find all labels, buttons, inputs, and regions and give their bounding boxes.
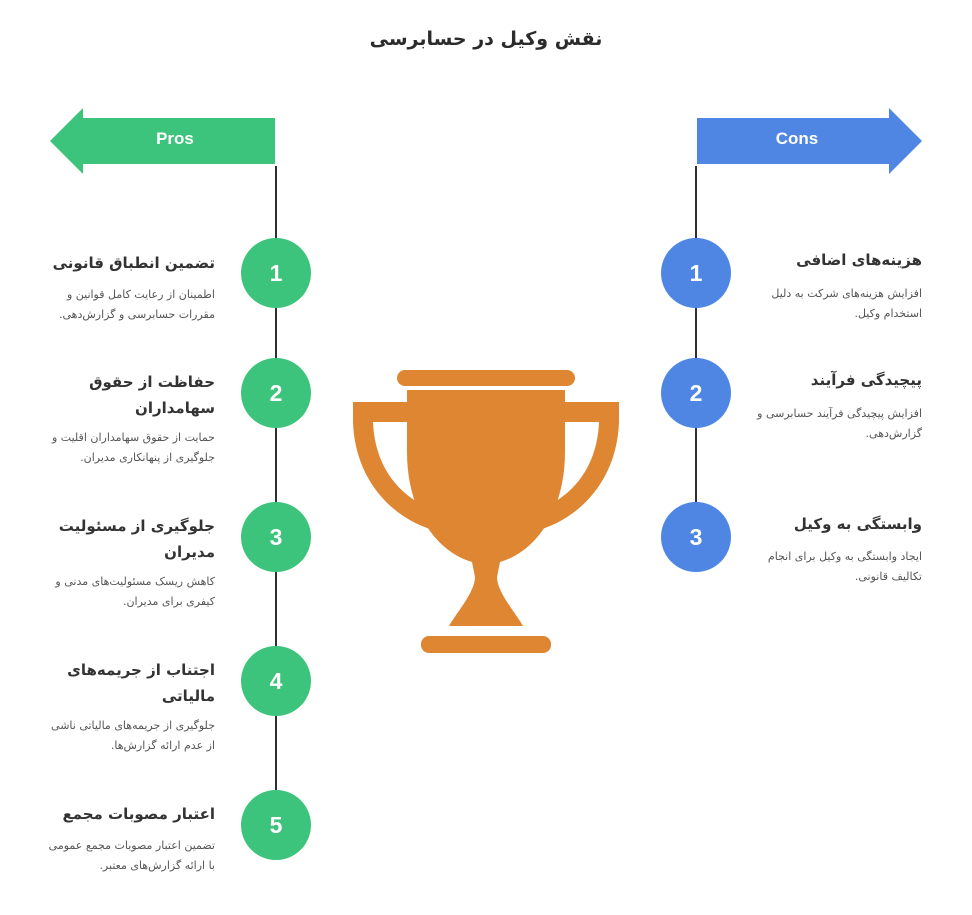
pros-item-1-desc: اطمینان از رعایت کامل قوانین و مقررات حس… — [59, 288, 215, 321]
cons-step-3-circle: 3 — [661, 502, 731, 572]
pros-step-3-circle: 3 — [241, 502, 311, 572]
page-title: نقش وکیل در حسابرسی — [369, 28, 603, 50]
cons-timeline-line — [695, 166, 697, 502]
cons-step-2-circle: 2 — [661, 358, 731, 428]
cons-item-1-title: هزینه‌های اضافی — [796, 251, 922, 269]
pros-item-5-desc: تضمین اعتبار مصوبات مجمع عمومی با ارائه … — [48, 839, 215, 872]
arrow-left-banner-icon — [50, 108, 275, 174]
cons-label: Cons — [775, 129, 819, 148]
pros-step-2-circle: 2 — [241, 358, 311, 428]
pros-label: Pros — [156, 129, 194, 148]
cons-banner: Cons — [697, 108, 922, 174]
pros-timeline-line — [275, 166, 277, 790]
pros-item-5-title: اعتبار مصوبات مجمع — [62, 805, 215, 823]
pros-item-4-title: اجتناب از جریمه‌های مالیاتی — [67, 661, 215, 705]
cons-item-2-title: پیچیدگی فرآیند — [810, 371, 922, 389]
trophy-icon — [353, 370, 619, 653]
cons-item-2-desc: افزایش پیچیدگی فرآیند حسابرسی و گزارش‌ده… — [757, 407, 922, 440]
cons-item-3-desc: ایجاد وابستگی به وکیل برای انجام تکالیف … — [767, 550, 922, 583]
trophy-illustration — [345, 362, 627, 662]
pros-item-3-title: جلوگیری از مسئولیت مدیران — [58, 517, 215, 561]
cons-item-3-title: وابستگی به وکیل — [793, 515, 922, 533]
pros-step-1-circle: 1 — [241, 238, 311, 308]
arrow-right-banner-icon — [697, 108, 922, 174]
cons-item-1-desc: افزایش هزینه‌های شرکت به دلیل استخدام وک… — [771, 287, 922, 320]
pros-item-2-desc: حمایت از حقوق سهامداران اقلیت و جلوگیری … — [51, 431, 215, 464]
pros-item-1-title: تضمین انطباق قانونی — [52, 254, 215, 272]
pros-step-4-circle: 4 — [241, 646, 311, 716]
pros-item-4-desc: جلوگیری از جریمه‌های مالیاتی ناشی از عدم… — [51, 719, 215, 752]
cons-step-1-circle: 1 — [661, 238, 731, 308]
pros-banner: Pros — [50, 108, 275, 174]
pros-step-5-circle: 5 — [241, 790, 311, 860]
pros-item-3-desc: کاهش ریسک مسئولیت‌های مدنی و کیفری برای … — [55, 575, 215, 608]
pros-item-2-title: حفاظت از حقوق سهامداران — [89, 373, 215, 417]
